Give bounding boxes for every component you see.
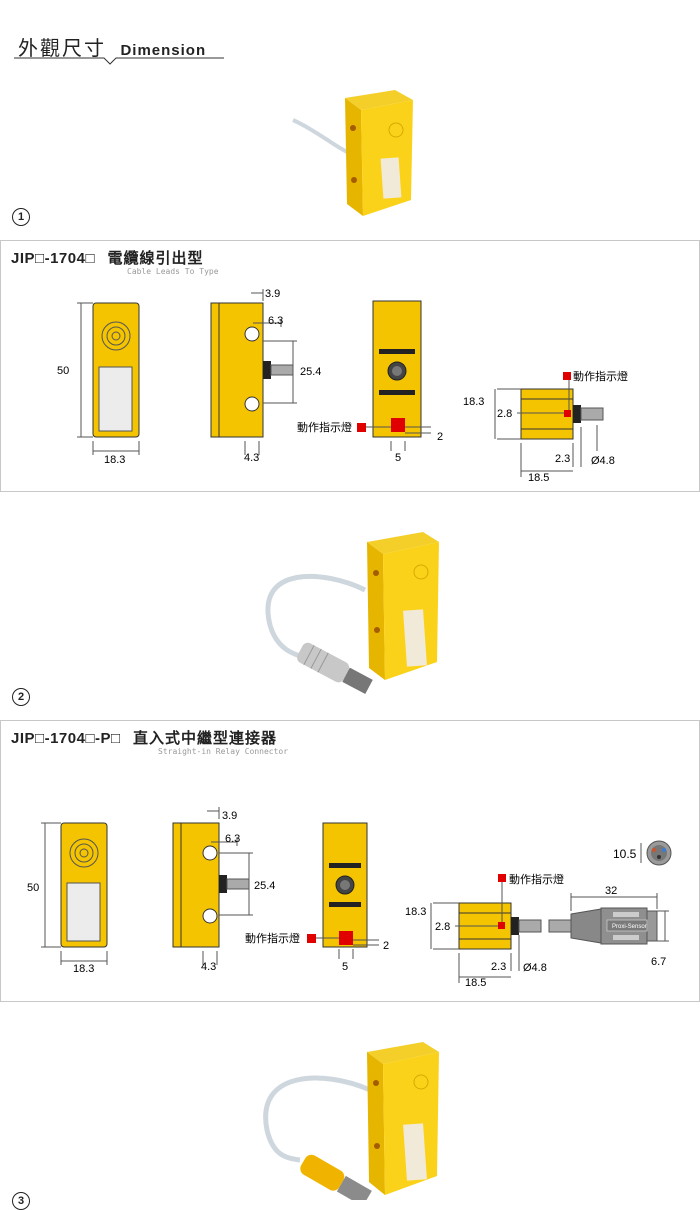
face-view-2 — [307, 822, 379, 959]
product-photo-relay — [263, 1042, 439, 1200]
product-photo-connector — [265, 532, 439, 695]
dim-cable-len-1: 18.5 — [528, 472, 549, 484]
dim-cable-28-2: 2.8 — [435, 921, 450, 933]
section-number-2: 2 — [12, 688, 30, 706]
cable-indicator-label-2: 動作指示燈 — [509, 872, 564, 886]
cable-view-2 — [430, 874, 542, 983]
side-view-2 — [172, 807, 253, 965]
dim-cable-dia-1: Ø4.8 — [591, 455, 615, 467]
dim-side-top-1: 3.9 — [265, 288, 280, 300]
front-view-2 — [41, 822, 108, 965]
dim-cable-23-2: 2.3 — [491, 961, 506, 973]
section2-name-cn: 直入式中繼型連接器 — [133, 730, 278, 747]
dim-cable-height-2: 18.3 — [405, 906, 426, 918]
dim-front-gap-2: 2 — [383, 940, 389, 952]
front-view — [77, 302, 140, 455]
dim-height-2: 50 — [27, 882, 39, 894]
dim-conn-face: 10.5 — [613, 847, 637, 861]
dim-cable-height-1: 18.3 — [463, 396, 484, 408]
side-view — [210, 289, 297, 455]
section2-name-en: Straight-in Relay Connector — [158, 747, 289, 756]
dim-width-1: 18.3 — [104, 454, 125, 466]
dimension-drawing-1: 50 18.3 3.9 6.3 25.4 4.3 — [57, 288, 628, 484]
connector-face-view — [640, 840, 672, 866]
dim-front-width-2: 5 — [342, 961, 348, 973]
dim-cable-23-1: 2.3 — [555, 453, 570, 465]
header-title-cn: 外觀尺寸 — [18, 38, 106, 60]
indicator-label-1: 動作指示燈 — [297, 420, 352, 434]
dim-side-shaft-1: 25.4 — [300, 366, 321, 378]
dim-width-2: 18.3 — [73, 963, 94, 975]
dim-side-shaft-2: 25.4 — [254, 880, 275, 892]
header-underline — [14, 57, 224, 65]
dim-cable-dia-2: Ø4.8 — [523, 962, 547, 974]
cable-indicator-label-1: 動作指示燈 — [573, 369, 628, 383]
dim-height-1: 50 — [57, 365, 69, 377]
section-number-1: 1 — [12, 208, 30, 226]
section2-code: JIP□-1704□-P□ — [11, 730, 121, 747]
dim-side-bottom-2: 4.3 — [201, 961, 216, 973]
header-title-en: Dimension — [120, 42, 207, 59]
dim-front-gap-1: 2 — [437, 431, 443, 443]
section1-name-cn: 電纜線引出型 — [107, 250, 204, 267]
section1-name-en: Cable Leads To Type — [127, 267, 219, 276]
dim-cable-len-2: 18.5 — [465, 977, 486, 989]
dimension-panel-connector: JIP□-1704□-P□ 直入式中繼型連接器 Straight-in Rela… — [0, 720, 700, 1002]
dim-side-bottom-1: 4.3 — [244, 452, 259, 464]
dimension-drawing-2: 50 18.3 3.9 6.3 25.4 4.3 — [27, 807, 672, 989]
section-number-3: 3 — [12, 1192, 30, 1210]
product-photo-cable — [292, 90, 413, 216]
dim-cable-28-1: 2.8 — [497, 408, 512, 420]
dim-front-width-1: 5 — [395, 452, 401, 464]
dim-conn-dia: 6.7 — [651, 956, 666, 968]
dim-side-hole-2: 6.3 — [225, 833, 240, 845]
dimension-panel-cable: JIP□-1704□ 電纜線引出型 Cable Leads To Type 50… — [0, 240, 700, 492]
connector-label: Proxi-Sensor — [612, 924, 647, 930]
indicator-label-2: 動作指示燈 — [245, 931, 300, 945]
dimension-header: 外觀尺寸 Dimension — [14, 30, 224, 70]
cable-view — [494, 372, 604, 477]
dim-side-hole-1: 6.3 — [268, 315, 283, 327]
section1-code: JIP□-1704□ — [11, 250, 95, 267]
connector-side-view — [548, 893, 669, 945]
dim-conn-len: 32 — [605, 885, 617, 897]
face-view — [357, 300, 431, 451]
dim-side-top-2: 3.9 — [222, 810, 237, 822]
